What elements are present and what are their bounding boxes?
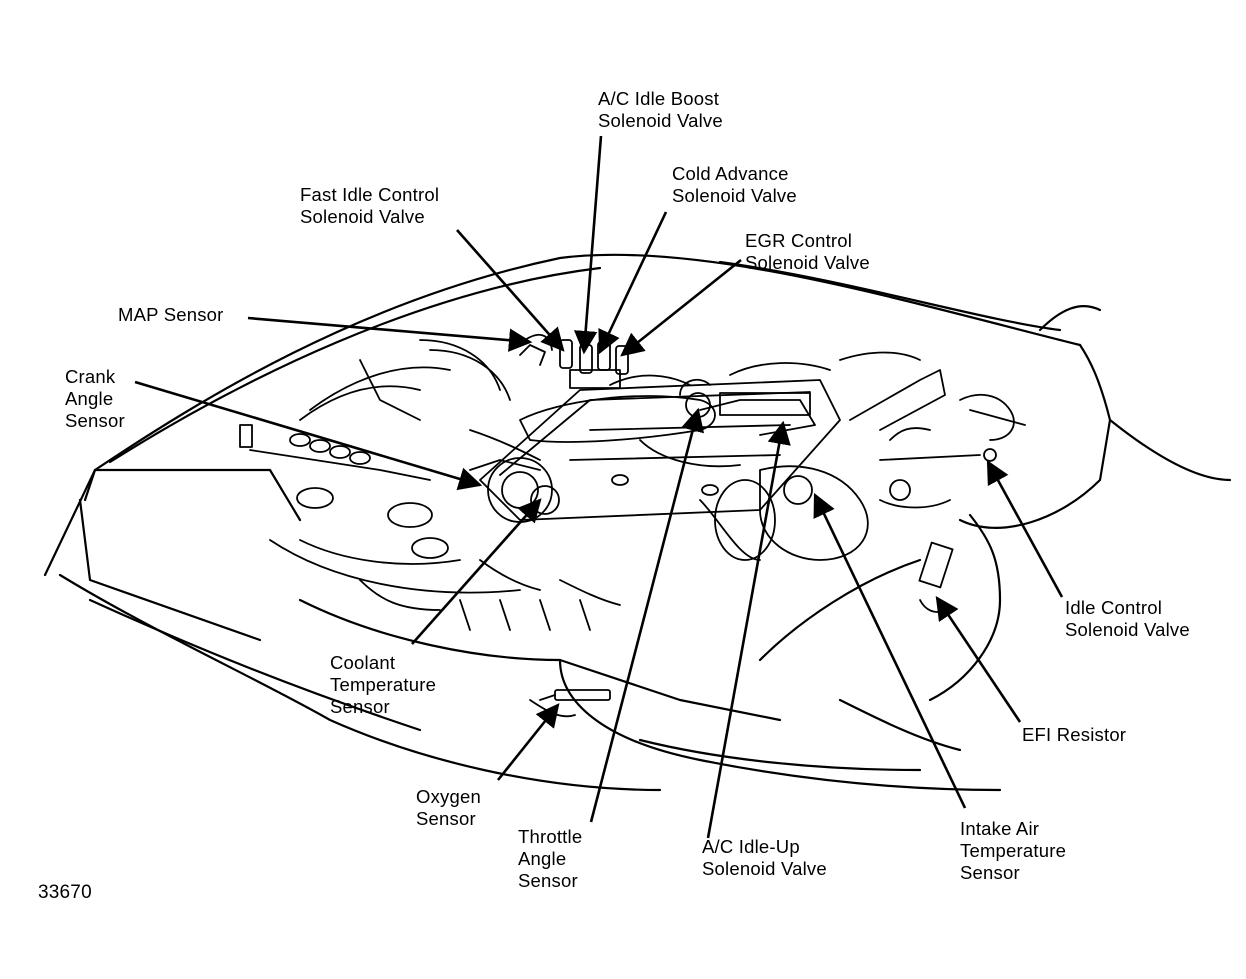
label-ac-idle-boost-solenoid: A/C Idle Boost Solenoid Valve	[598, 88, 723, 131]
label-throttle-angle-sensor: Throttle Angle Sensor	[518, 826, 583, 891]
leader-map	[247, 316, 533, 352]
leader-ac-idle-up	[706, 420, 791, 839]
leader-oxygen	[496, 703, 560, 781]
label-oxygen-sensor: Oxygen Sensor	[416, 786, 481, 829]
label-map-sensor: MAP Sensor	[118, 304, 224, 325]
leader-throttle	[589, 407, 705, 823]
label-ac-idle-up-solenoid: A/C Idle-Up Solenoid Valve	[702, 836, 827, 879]
leader-idle-control	[986, 459, 1064, 598]
leader-crank-angle	[134, 380, 483, 491]
leader-egr	[620, 258, 742, 357]
leader-efi	[935, 596, 1022, 723]
leader-ac-idle-boost	[573, 135, 603, 355]
leader-intake-air	[813, 492, 967, 809]
leader-cold-advance	[598, 211, 668, 355]
leader-coolant	[411, 498, 542, 645]
label-idle-control-solenoid: Idle Control Solenoid Valve	[1065, 597, 1190, 640]
label-cold-advance-solenoid: Cold Advance Solenoid Valve	[672, 163, 797, 206]
label-fast-idle-control-solenoid: Fast Idle Control Solenoid Valve	[300, 184, 440, 227]
figure-number: 33670	[38, 882, 92, 903]
label-crank-angle-sensor: Crank Angle Sensor	[65, 366, 125, 431]
leader-fast-idle	[456, 229, 565, 352]
label-egr-control-solenoid: EGR Control Solenoid Valve	[745, 230, 870, 273]
label-intake-air-temperature-sensor: Intake Air Temperature Sensor	[960, 818, 1067, 883]
label-efi-resistor: EFI Resistor	[1022, 724, 1127, 745]
valve-cover	[479, 379, 841, 521]
hood-rear-edge	[93, 253, 1082, 472]
label-coolant-temperature-sensor: Coolant Temperature Sensor	[330, 652, 437, 717]
